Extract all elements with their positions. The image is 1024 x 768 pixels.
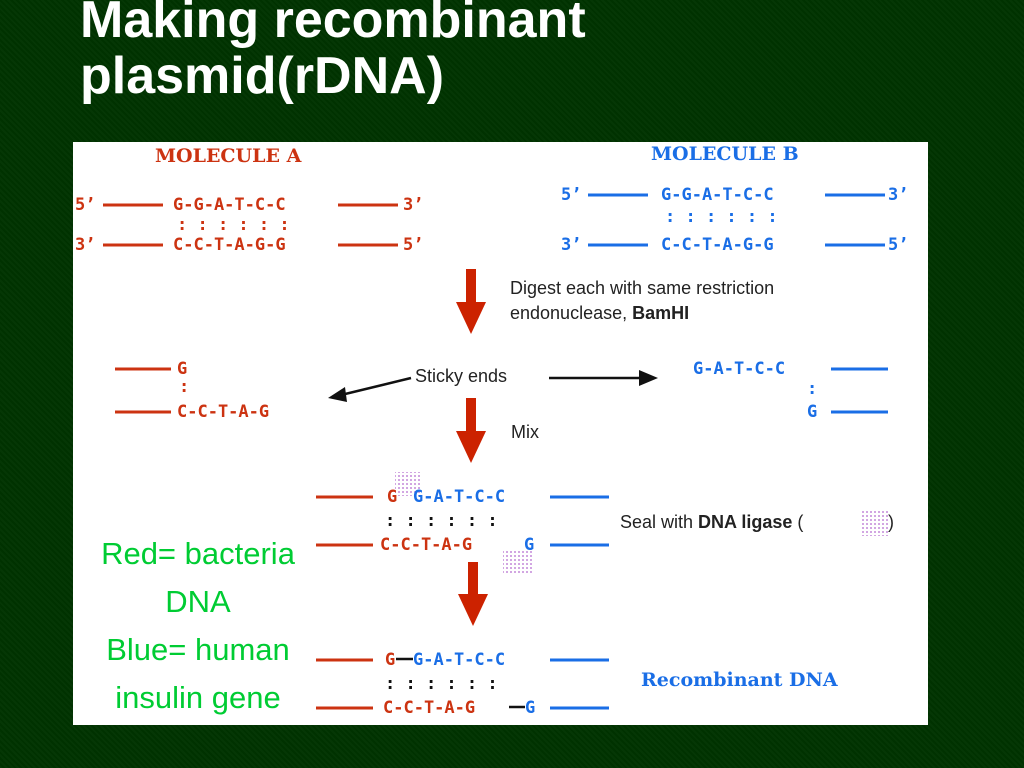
legend-line-1: Red= bacteria: [101, 536, 295, 571]
digest-note-line-2: endonuclease, BamHI: [510, 303, 689, 323]
molecule-b-top-3-label: 3’: [888, 185, 908, 205]
mix-label: Mix: [511, 422, 539, 442]
sticky-ends-label: Sticky ends: [415, 366, 507, 386]
sticky-right-bottom: G: [807, 402, 817, 422]
mixed-pairs: : : : : : :: [385, 511, 498, 531]
legend-line-4: insulin gene: [115, 680, 281, 715]
recombinant-bottom-red: C-C-T-A-G: [383, 698, 475, 718]
recombinant-dna-diagram: MOLECULE A 5’ G-G-A-T-C-C 3’ : : : : : :…: [75, 143, 908, 718]
digest-note-line-1: Digest each with same restriction: [510, 278, 774, 298]
recombinant-pairs: : : : : : :: [385, 674, 498, 694]
recombinant-top-blue: G-A-T-C-C: [413, 650, 505, 670]
seal-note-close: ): [888, 512, 894, 532]
sticky-left-fragment: G : C-C-T-A-G: [115, 359, 269, 422]
slide-title: Making recombinant plasmid(rDNA): [80, 0, 586, 104]
ligase-symbol: [862, 510, 888, 536]
recombinant-dna: G G-A-T-C-C : : : : : : C-C-T-A-G G: [316, 650, 609, 718]
digest-note-prefix: endonuclease,: [510, 303, 632, 323]
sticky-left-top: G: [177, 359, 187, 379]
legend-line-3: Blue= human: [106, 632, 290, 667]
seal-note-prefix: Seal with: [620, 512, 698, 532]
molecule-a: 5’ G-G-A-T-C-C 3’ : : : : : : 3’ C-C-T-A…: [75, 195, 423, 255]
color-legend: Red= bacteria DNA Blue= human insulin ge…: [70, 530, 326, 722]
molecule-a-top-3-label: 3’: [403, 195, 423, 215]
sticky-left-pair: :: [179, 377, 189, 397]
seal-note-open: (: [792, 512, 803, 532]
molecule-b-bottom-seq: C-C-T-A-G-G: [661, 235, 774, 255]
molecule-b: 5’ G-G-A-T-C-C 3’ : : : : : : 3’ C-C-T-A…: [561, 185, 908, 255]
molecule-b-top-5-label: 5’: [561, 185, 581, 205]
recombinant-dna-label: Recombinant DNA: [641, 669, 838, 691]
ligase-blob-top: [395, 472, 421, 496]
sticky-left-bottom: C-C-T-A-G: [177, 402, 269, 422]
ligase-blob-bottom: [503, 549, 533, 575]
mixed-top-blue: G-A-T-C-C: [413, 487, 505, 507]
mixed-top-red: G: [387, 487, 397, 507]
mixed-bottom-blue: G: [524, 535, 534, 555]
molecule-b-bottom-3-label: 3’: [561, 235, 581, 255]
molecule-a-bottom-seq: C-C-T-A-G-G: [173, 235, 286, 255]
sticky-right-top: G-A-T-C-C: [693, 359, 785, 379]
mix-arrow: [456, 398, 486, 463]
recombinant-top-red: G: [385, 650, 395, 670]
molecule-b-top-seq: G-G-A-T-C-C: [661, 185, 774, 205]
mixed-bottom-red: C-C-T-A-G: [380, 535, 472, 555]
molecule-a-bottom-3-label: 3’: [75, 235, 95, 255]
molecule-b-pairs: : : : : : :: [665, 207, 778, 227]
molecule-b-label: MOLECULE B: [651, 143, 799, 165]
legend-line-2: DNA: [165, 584, 231, 619]
title-line-2: plasmid(rDNA): [80, 47, 445, 105]
sticky-left-arrow: [328, 376, 412, 402]
recombinant-bottom-blue: G: [525, 698, 535, 718]
mixed-dna: G G-A-T-C-C : : : : : : C-C-T-A-G G: [316, 472, 609, 575]
ligase-name: DNA ligase: [698, 512, 792, 532]
sticky-right-pair: :: [807, 379, 817, 399]
molecule-a-label: MOLECULE A: [155, 145, 302, 167]
molecule-a-pairs: : : : : : :: [177, 215, 290, 235]
diagram-panel: MOLECULE A 5’ G-G-A-T-C-C 3’ : : : : : :…: [73, 142, 928, 725]
ligation-arrow: [458, 562, 488, 626]
sticky-right-arrow: [549, 370, 658, 386]
enzyme-name: BamHI: [632, 303, 689, 323]
seal-note: Seal with DNA ligase (: [620, 512, 803, 532]
molecule-a-top-5-label: 5’: [75, 195, 95, 215]
molecule-b-bottom-5-label: 5’: [888, 235, 908, 255]
molecule-a-top-seq: G-G-A-T-C-C: [173, 195, 286, 215]
molecule-a-bottom-5-label: 5’: [403, 235, 423, 255]
title-line-1: Making recombinant: [80, 0, 586, 49]
digest-arrow: [456, 269, 486, 334]
sticky-right-fragment: G-A-T-C-C : G: [693, 359, 888, 422]
